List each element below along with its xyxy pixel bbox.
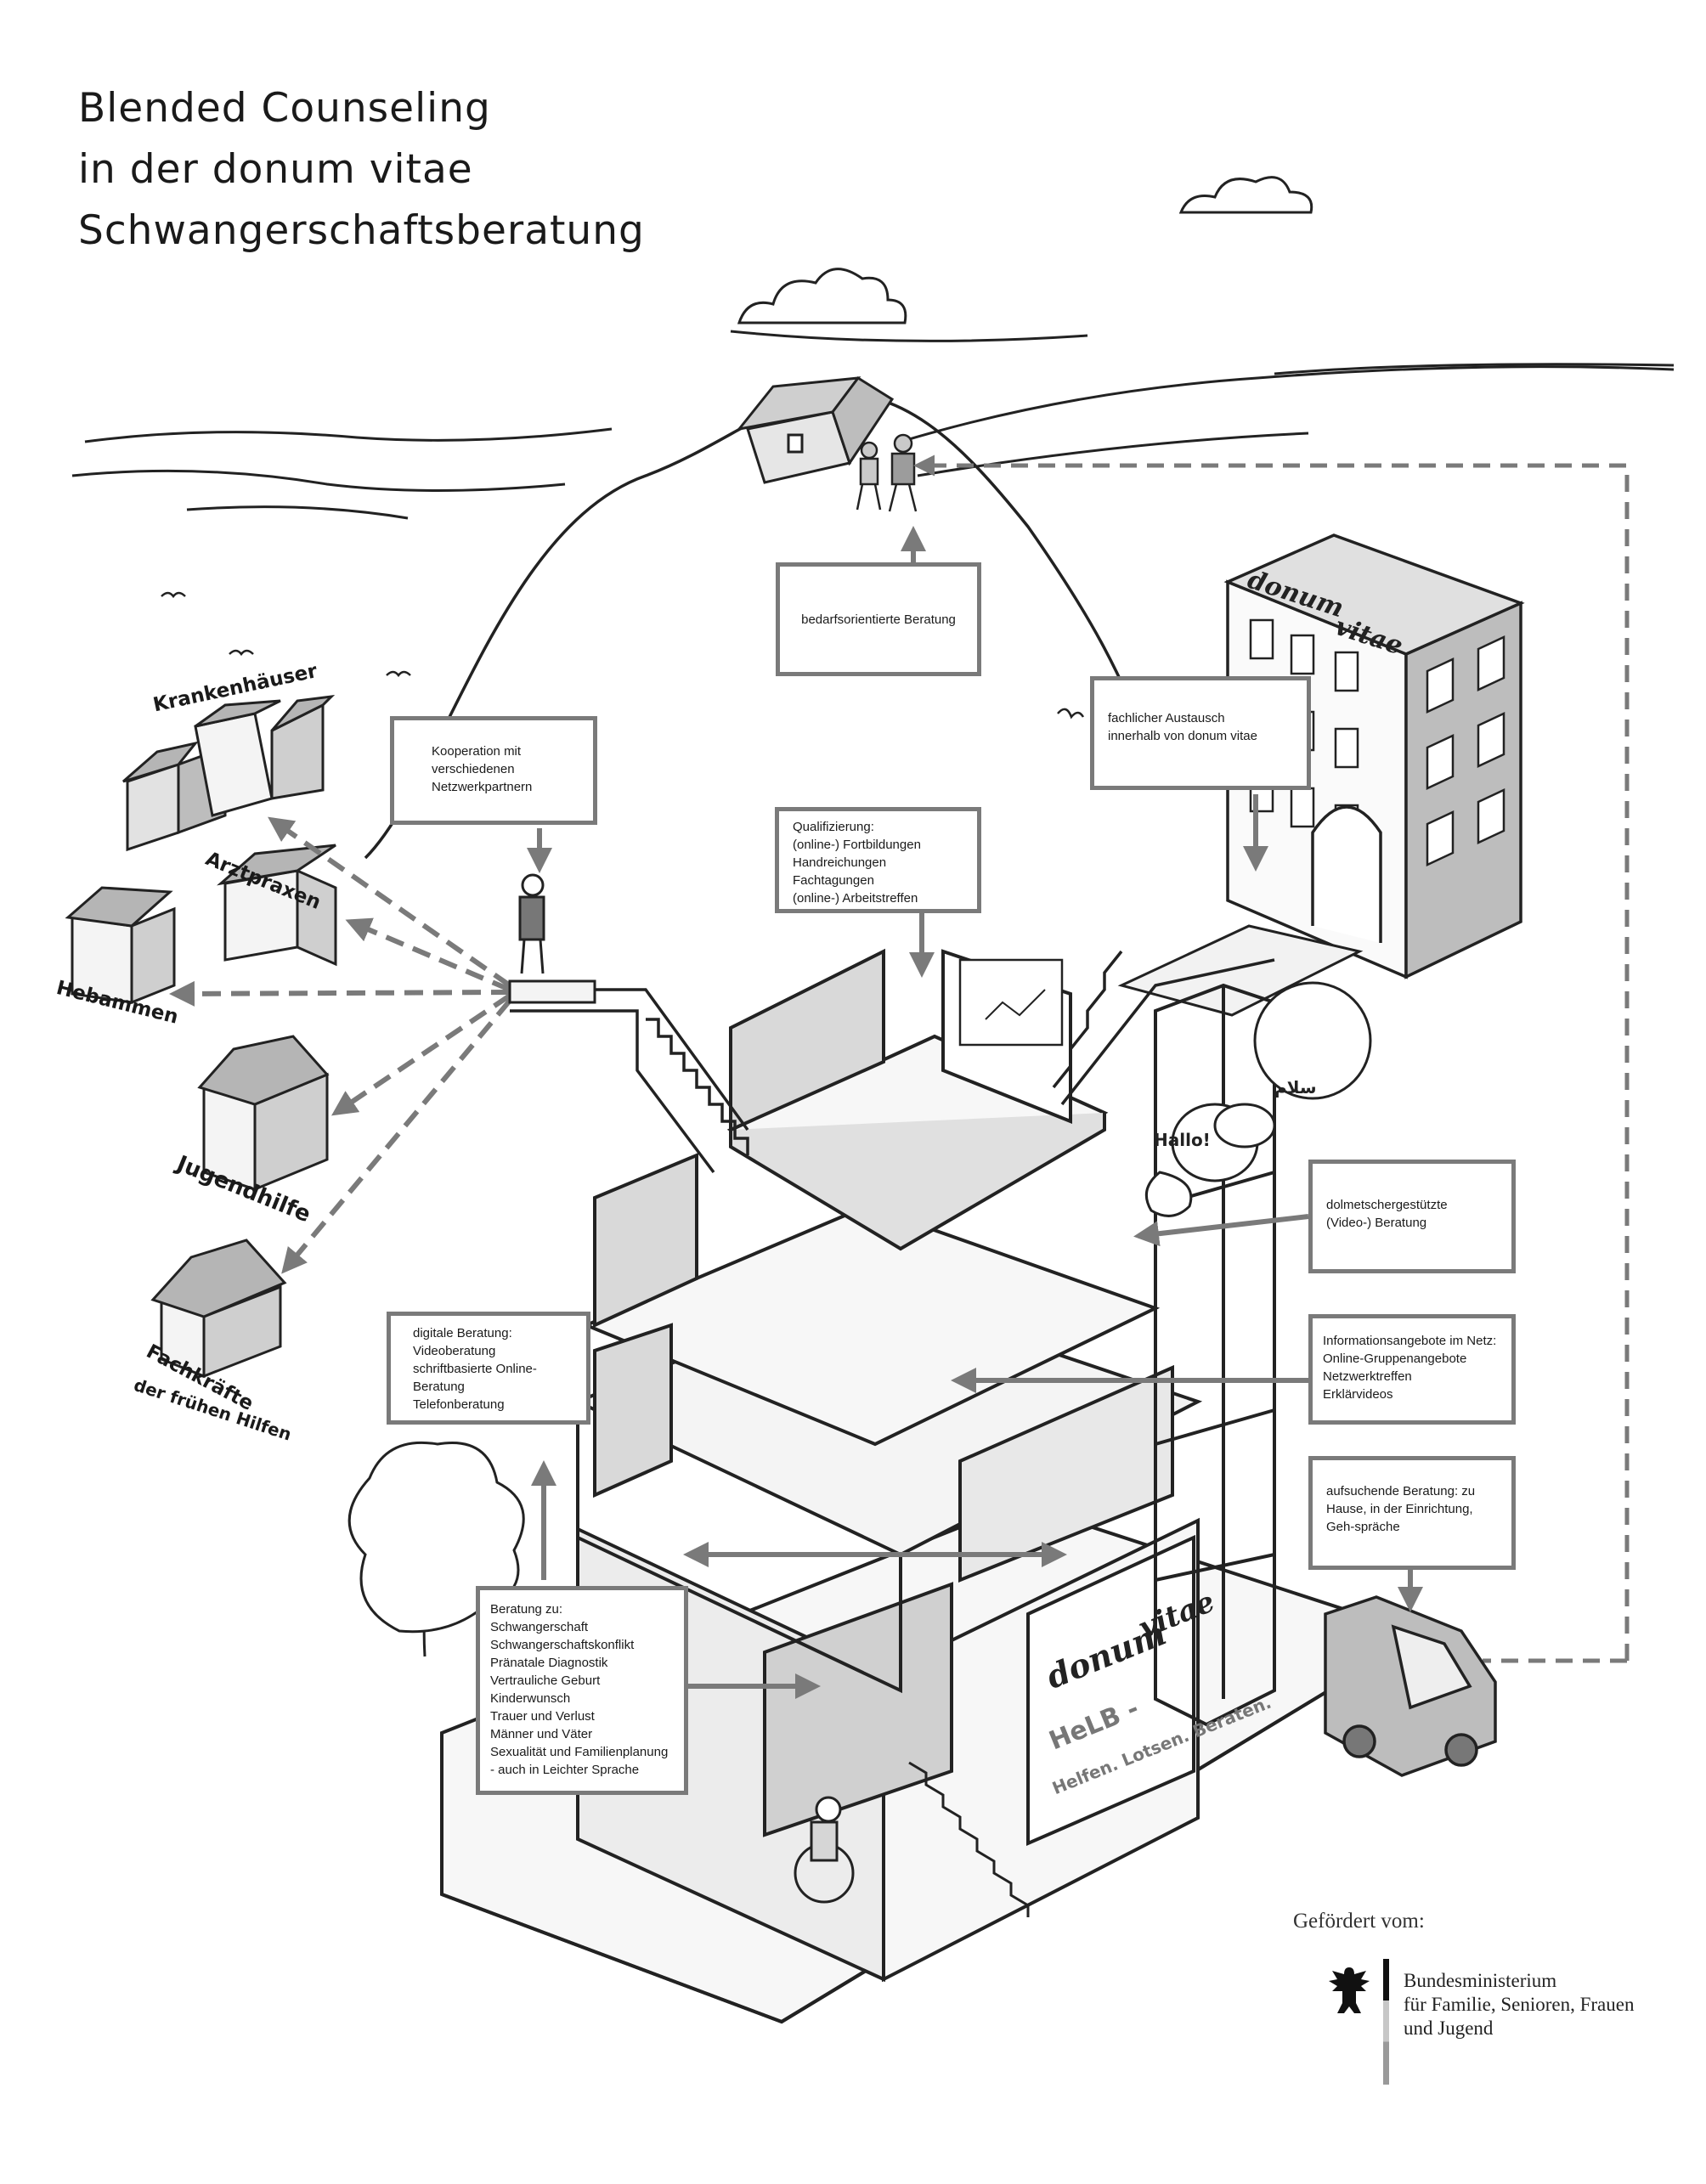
box-line: Netzwerkpartnern: [432, 780, 533, 794]
clouds: [737, 176, 1313, 324]
federal-eagle-icon: [1329, 1967, 1370, 2013]
box-dolmetscher: dolmetschergestützte (Video-) Beratung: [1308, 1160, 1516, 1273]
box-line: Beratung zu:: [490, 1602, 563, 1617]
walking-people: [856, 433, 918, 512]
headquarters-building: [1223, 533, 1525, 979]
german-flag-bar: [1383, 1959, 1389, 2085]
networker-figure: [508, 873, 596, 1004]
outreach-dashed-loop: [913, 454, 1630, 1661]
hq-platform: [1117, 924, 1364, 1017]
speech-bubbles: [1144, 981, 1372, 1217]
title-line-1: Blended Counseling: [78, 85, 491, 132]
ministry-name: Bundesministerium für Familie, Senioren,…: [1404, 1969, 1634, 2040]
box-line: Handreichungen: [793, 855, 887, 870]
box-line: Fachtagungen: [793, 873, 874, 888]
box-line: (Video-) Beratung: [1326, 1216, 1427, 1230]
box-line: bedarfsorientierte Beratung: [801, 612, 956, 627]
ministry-line: für Familie, Senioren, Frauen: [1404, 1994, 1635, 2015]
box-line: verschiedenen: [432, 762, 515, 776]
box-digitale-beratung: digitale Beratung: Videoberatung schrift…: [387, 1312, 590, 1425]
box-line: Videoberatung: [413, 1344, 496, 1358]
funding-label: Gefördert vom:: [1293, 1910, 1425, 1933]
page-title: Blended Counseling in der donum vitae Sc…: [78, 78, 645, 262]
box-qualifizierung: Qualifizierung: (online-) Fortbildungen …: [775, 807, 981, 913]
box-line: Männer und Väter: [490, 1727, 593, 1741]
box-fachlicher-austausch: fachlicher Austausch innerhalb von donum…: [1090, 676, 1311, 790]
box-informationsangebote: Informationsangebote im Netz: Online-Gru…: [1308, 1314, 1516, 1425]
box-line: aufsuchende Beratung: zu: [1326, 1484, 1476, 1498]
title-line-2: in der donum vitae: [78, 146, 473, 193]
bubble-hallo: Hallo!: [1154, 1130, 1211, 1150]
box-line: Erklärvideos: [1323, 1387, 1393, 1402]
box-line: Online-Gruppenangebote: [1323, 1352, 1467, 1366]
box-line: Qualifizierung:: [793, 820, 874, 834]
birds: [161, 591, 1085, 720]
box-line: (online-) Arbeitstreffen: [793, 891, 918, 906]
box-line: Sexualität und Familienplanung: [490, 1745, 669, 1759]
wheelchair-user: [794, 1796, 855, 1904]
box-kooperation: Kooperation mit verschiedenen Netzwerkpa…: [390, 716, 597, 825]
box-line: digitale Beratung:: [413, 1326, 512, 1340]
box-line: Vertrauliche Geburt: [490, 1673, 601, 1688]
box-line: Schwangerschaftskonflikt: [490, 1638, 635, 1652]
box-line: Schwangerschaft: [490, 1620, 589, 1634]
ministry-line: Bundesministerium: [1404, 1970, 1557, 1991]
network-arrows: [169, 816, 512, 1274]
box-bedarfsorientierte-beratung: bedarfsorientierte Beratung: [776, 562, 981, 676]
box-beratung-zu: Beratung zu: Schwangerschaft Schwangersc…: [476, 1586, 688, 1795]
box-line: innerhalb von donum vitae: [1108, 729, 1257, 743]
box-line: Netzwerktreffen: [1323, 1369, 1412, 1384]
box-line: Trauer und Verlust: [490, 1709, 595, 1724]
title-line-3: Schwangerschaftsberatung: [78, 207, 645, 254]
upper-floor: [726, 948, 1109, 1251]
box-line: Hause, in der Einrichtung,: [1326, 1502, 1473, 1516]
box-line: dolmetschergestützte: [1326, 1198, 1448, 1212]
box-line: schriftbasierte Online-: [413, 1362, 537, 1376]
network-houses: [65, 694, 337, 1379]
box-aufsuchende-beratung: aufsuchende Beratung: zu Hause, in der E…: [1308, 1456, 1516, 1570]
mountain-house: [736, 375, 895, 484]
box-line: Pränatale Diagnostik: [490, 1656, 608, 1670]
box-line: fachlicher Austausch: [1108, 711, 1225, 725]
box-line: - auch in Leichter Sprache: [490, 1763, 640, 1777]
box-line: Kinderwunsch: [490, 1691, 571, 1706]
box-line: Geh-spräche: [1326, 1520, 1400, 1534]
ministry-line: und Jugend: [1404, 2018, 1494, 2039]
middle-floors: [573, 1153, 1203, 1694]
bubble-salam: سلام: [1274, 1077, 1317, 1098]
box-line: Telefonberatung: [413, 1397, 505, 1412]
box-line: Informationsangebote im Netz:: [1323, 1334, 1497, 1348]
box-line: (online-) Fortbildungen: [793, 838, 921, 852]
outreach-van: [1324, 1595, 1497, 1777]
box-line: Beratung: [413, 1380, 465, 1394]
box-line: Kooperation mit: [432, 744, 522, 759]
